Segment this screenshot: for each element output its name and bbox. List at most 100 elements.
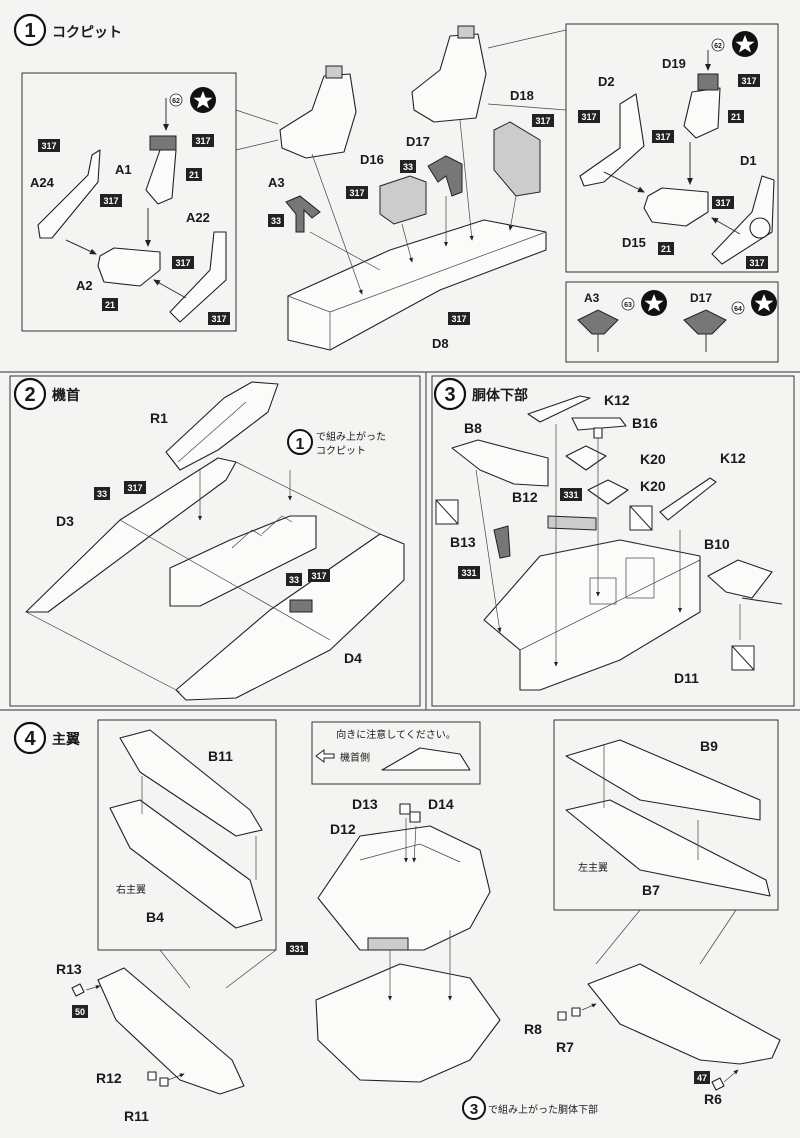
step-3-number: 3 [444, 384, 455, 406]
part-d2-shape [579, 93, 645, 187]
label-a1: A1 [115, 162, 132, 177]
panel-borders [0, 371, 800, 711]
label-r12: R12 [96, 1070, 122, 1086]
part-a1-shape [145, 149, 177, 205]
label-r11: R11 [124, 1108, 149, 1124]
part-a22-shape [169, 231, 227, 323]
part-d1-shape [711, 175, 775, 265]
svg-text:317: 317 [655, 132, 670, 142]
label-r7: R7 [556, 1039, 574, 1055]
svg-text:317: 317 [581, 112, 596, 122]
step-1-number: 1 [24, 20, 35, 42]
part-d17-shape [427, 155, 463, 197]
decal-detail-box [565, 281, 779, 363]
part-a3-shape [285, 195, 321, 233]
step-4-number: 4 [24, 728, 36, 750]
label-b10: B10 [704, 536, 730, 552]
step-4-main-wing: 4 主翼 B11 右主翼 B4 R13 50 R12 R11 向きに注意してくだ… [13, 719, 781, 1124]
step-number-1 [13, 13, 47, 47]
svg-text:317: 317 [175, 258, 190, 268]
label-r13: R13 [56, 961, 82, 977]
svg-text:33: 33 [289, 575, 299, 585]
ref-cockpit-text-1: で組み上がった [316, 430, 386, 443]
part-k12a-shape [527, 395, 591, 423]
detail-label-a3: A3 [584, 291, 600, 305]
label-b12: B12 [512, 489, 538, 505]
label-d14: D14 [428, 796, 454, 812]
label-d19: D19 [662, 56, 686, 71]
label-d13: D13 [352, 796, 378, 812]
left-wing-label: 左主翼 [578, 861, 608, 874]
lower-fuselage-assembly [315, 963, 501, 1083]
seat-d-assembled [411, 33, 487, 123]
label-d4: D4 [344, 650, 362, 666]
part-b10-shape [707, 559, 773, 599]
label-d3: D3 [56, 513, 74, 529]
svg-text:21: 21 [731, 112, 741, 122]
arrow-left-icon [315, 749, 335, 763]
step-1-title: コクピット [52, 25, 122, 41]
label-d15: D15 [622, 235, 646, 250]
label-d11: D11 [674, 670, 699, 686]
svg-text:33: 33 [97, 489, 107, 499]
label-k12b: K12 [720, 450, 746, 466]
label-d1: D1 [740, 153, 757, 168]
svg-text:64: 64 [734, 306, 742, 313]
label-a3: A3 [268, 175, 285, 190]
svg-text:331: 331 [563, 490, 578, 500]
svg-text:317: 317 [349, 188, 364, 198]
step-4-title: 主翼 [52, 731, 80, 748]
svg-text:331: 331 [461, 568, 476, 578]
label-b16: B16 [632, 415, 658, 431]
label-k20b: K20 [640, 478, 666, 494]
svg-text:21: 21 [189, 170, 199, 180]
part-b9-shape [565, 739, 761, 821]
left-wing-detail-box [553, 719, 779, 911]
svg-text:317: 317 [195, 136, 210, 146]
svg-text:317: 317 [211, 314, 226, 324]
part-b11-shape [119, 729, 263, 837]
svg-text:62: 62 [714, 43, 722, 50]
svg-text:21: 21 [661, 244, 671, 254]
label-b7: B7 [642, 882, 660, 898]
paint-tags-step1: 317 317 21 317 317 21 317 33 317 33 317 … [38, 74, 768, 325]
part-d11-shape [483, 539, 701, 691]
part-d15-shape [643, 187, 709, 227]
label-b8: B8 [464, 420, 482, 436]
part-d19-shape [683, 87, 721, 139]
nose-side-label: 機首側 [340, 751, 370, 764]
svg-text:33: 33 [271, 216, 281, 226]
label-b9: B9 [700, 738, 718, 754]
svg-text:317: 317 [715, 198, 730, 208]
ref-step-1-number: 1 [296, 436, 305, 453]
label-b11: B11 [208, 748, 233, 764]
label-k12a: K12 [604, 392, 630, 408]
part-d8-shape [287, 219, 547, 351]
right-wing-label: 右主翼 [116, 883, 146, 896]
ref-cockpit-text-2: コクピット [316, 445, 366, 457]
svg-text:317: 317 [741, 76, 756, 86]
part-b12-shape [547, 515, 597, 531]
part-r1-canopy [165, 381, 279, 471]
svg-text:317: 317 [451, 314, 466, 324]
step-2-nose: 2 機首 1 で組み上がった コクピット R1 D3 D4 33 317 33 … [13, 377, 405, 701]
svg-text:317: 317 [103, 196, 118, 206]
part-a24-shape [37, 149, 101, 239]
part-b13-shape [493, 525, 511, 559]
svg-text:317: 317 [535, 116, 550, 126]
svg-text:317: 317 [41, 141, 56, 151]
ref-lower-fuselage-text: で組み上がった胴体下部 [488, 1103, 598, 1116]
part-d12-shape [317, 825, 491, 951]
label-r8: R8 [524, 1021, 542, 1037]
step-2-title: 機首 [52, 387, 80, 404]
svg-text:317: 317 [749, 258, 764, 268]
orientation-note-box [311, 721, 481, 785]
step-1-cockpit: 1 コクピット 62 A24 A1 A22 A2 [13, 13, 779, 363]
part-k12b-shape [659, 477, 717, 521]
part-a2-shape [97, 247, 161, 287]
svg-text:63: 63 [624, 302, 632, 309]
seat-a-assembled [279, 73, 357, 159]
label-d2: D2 [598, 74, 615, 89]
step-2-number: 2 [24, 384, 35, 406]
